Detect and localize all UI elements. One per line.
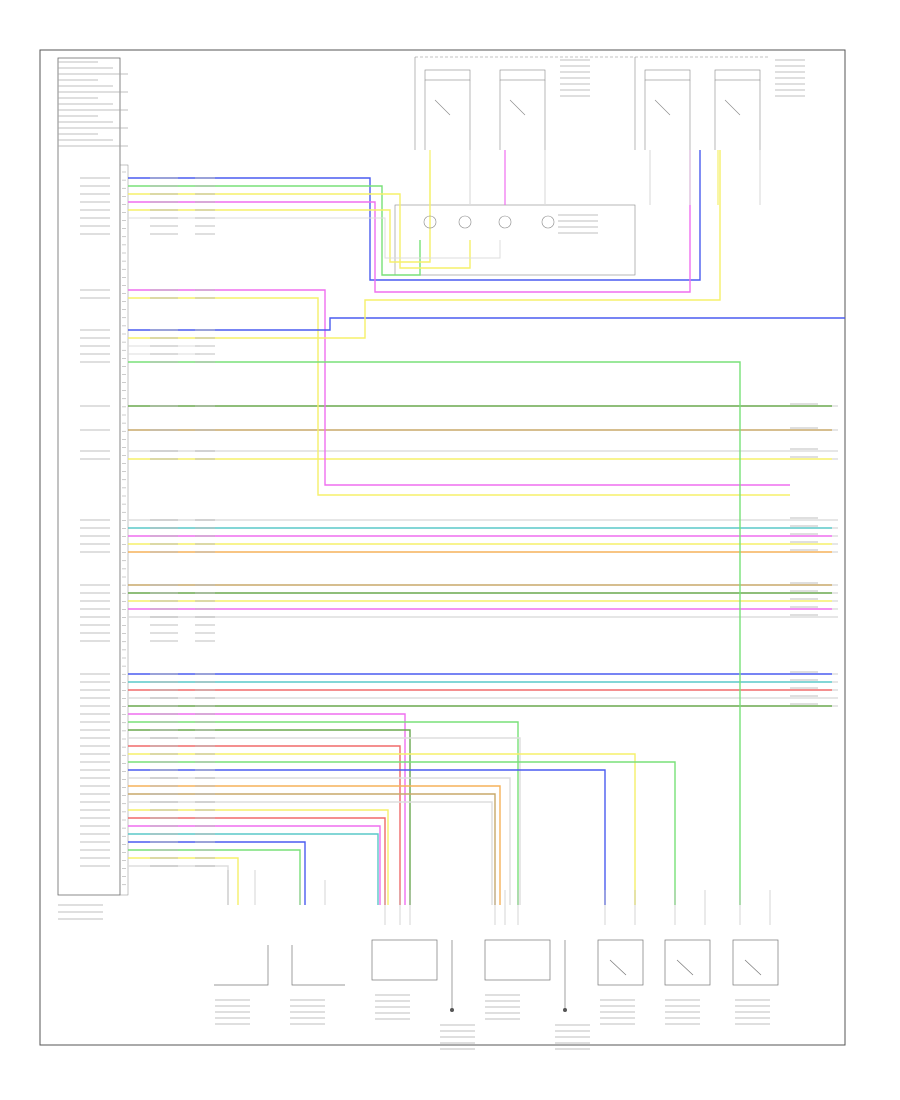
wire: [128, 150, 701, 281]
wire: [128, 833, 379, 905]
wire: [128, 865, 229, 905]
wire: [128, 745, 401, 905]
wire: [128, 150, 721, 339]
wire: [128, 801, 493, 905]
wire: [128, 713, 406, 905]
upper-switch-contact: [654, 99, 671, 116]
lower-switch-contact: [744, 959, 762, 976]
wire: [128, 289, 790, 486]
wire: [128, 193, 471, 269]
control-module: [57, 57, 129, 896]
wire: [128, 729, 411, 905]
upper-switch-housing: [644, 69, 691, 81]
terminal-circle: [423, 215, 437, 229]
wire-group: [128, 150, 845, 905]
terminal-circle: [458, 215, 472, 229]
terminal-circle: [498, 215, 512, 229]
wire: [128, 297, 790, 496]
lower-switch-contact: [676, 959, 694, 976]
upper-switch-contact: [434, 99, 451, 116]
diagram-frame: [39, 49, 846, 1046]
wire: [128, 785, 501, 905]
lower-switch-box: [732, 939, 779, 986]
upper-switch-contact: [724, 99, 741, 116]
lower-switch-contact: [609, 959, 627, 976]
wire: [128, 817, 386, 905]
top-switch-block: [394, 56, 770, 276]
upper-switch-housing: [424, 69, 471, 81]
wire: [128, 793, 496, 905]
driver-module-box: [484, 939, 551, 981]
terminal-circle: [541, 215, 555, 229]
wire: [128, 857, 239, 905]
ground-point: [450, 1008, 454, 1012]
text-marks: [58, 59, 818, 1050]
upper-switch-housing: [714, 69, 761, 81]
lower-switch-box: [664, 939, 711, 986]
upper-switch-housing: [499, 69, 546, 81]
ground-point: [563, 1008, 567, 1012]
wire: [128, 317, 845, 331]
wire: [128, 769, 606, 905]
wire: [128, 777, 511, 905]
wire: [128, 841, 306, 905]
wire: [128, 217, 501, 259]
wire: [128, 761, 676, 905]
wire: [128, 753, 636, 905]
passenger-module-box: [371, 939, 438, 981]
wire: [128, 737, 521, 905]
wire: [128, 185, 421, 276]
right-component-bracket: [291, 945, 345, 986]
wire: [128, 721, 519, 905]
left-component-bracket: [214, 945, 269, 986]
upper-switch-contact: [509, 99, 526, 116]
component-group: [214, 69, 779, 1012]
wire: [128, 361, 741, 905]
pin-marks: [122, 171, 838, 886]
lower-switch-box: [597, 939, 644, 986]
wire: [128, 150, 691, 293]
